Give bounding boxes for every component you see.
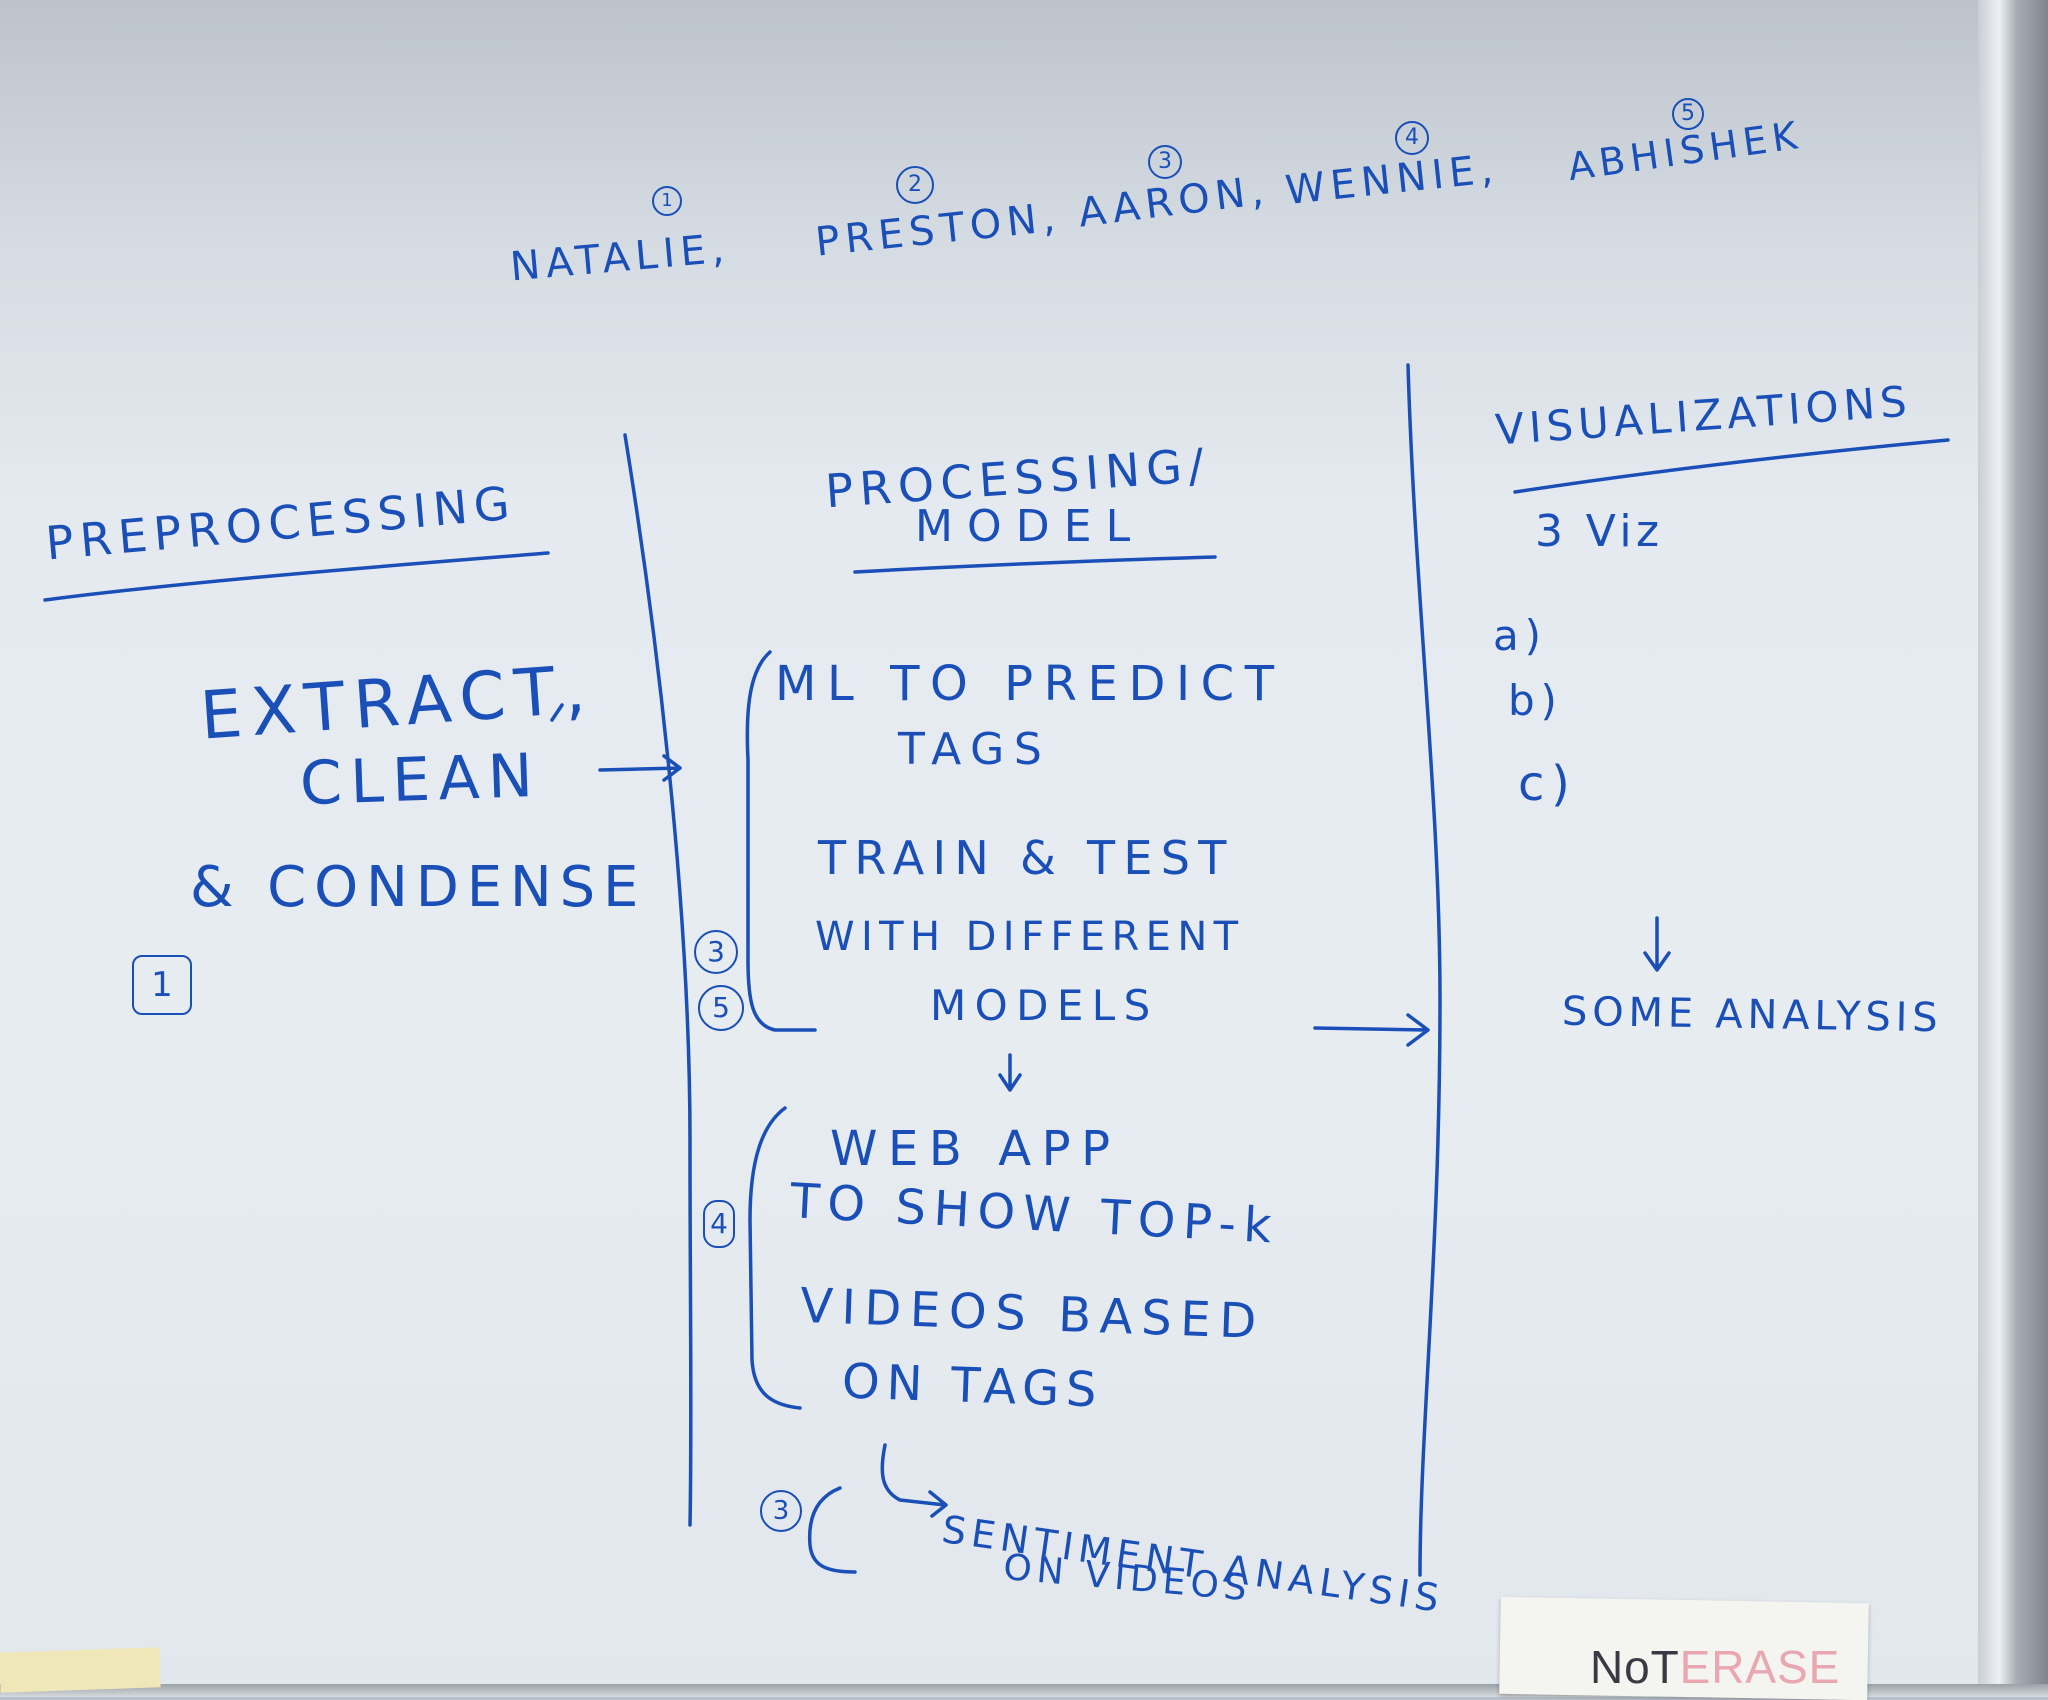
processing-block1-assignee-5: 5 bbox=[698, 985, 744, 1031]
preprocessing-line-clean: CLEAN bbox=[298, 740, 543, 820]
preprocessing-line-condense: & CONDENSE bbox=[190, 855, 647, 920]
processing-block1-line4: WITH DIFFERENT bbox=[815, 914, 1245, 960]
team-number-5: 5 bbox=[1672, 98, 1704, 130]
whiteboard-frame bbox=[1978, 0, 2048, 1697]
processing-block2-line1: WEB APP bbox=[830, 1121, 1121, 1177]
processing-block3-assignee: 3 bbox=[760, 1490, 802, 1532]
team-number-1: 1 bbox=[652, 186, 682, 216]
note-text-faint: ERASE bbox=[1679, 1641, 1841, 1693]
processing-title-line2: MODEL bbox=[915, 501, 1145, 552]
do-not-erase-note-text: NoTERASE bbox=[1590, 1640, 1840, 1694]
processing-block1-line1: ML TO PREDICT bbox=[775, 656, 1285, 712]
team-number-3: 3 bbox=[1148, 145, 1182, 179]
team-number-2: 2 bbox=[896, 166, 934, 204]
processing-block2-assignee: 4 bbox=[703, 1200, 735, 1248]
processing-block1-assignee-3: 3 bbox=[694, 930, 738, 974]
team-number-4: 4 bbox=[1395, 121, 1429, 155]
processing-block1-line3: TRAIN & TEST bbox=[818, 831, 1235, 885]
sticky-note bbox=[0, 1647, 161, 1693]
note-text-dark: NoT bbox=[1590, 1641, 1680, 1693]
visualizations-item-b: b) bbox=[1508, 676, 1563, 725]
visualizations-item-c: c) bbox=[1518, 756, 1577, 812]
processing-block2-line4: ON TAGS bbox=[841, 1353, 1105, 1419]
preprocessing-assignee: 1 bbox=[132, 955, 192, 1015]
processing-block1-line2: TAGS bbox=[898, 724, 1052, 775]
processing-block1-line5: MODELS bbox=[930, 981, 1159, 1030]
visualizations-result: SOME ANALYSIS bbox=[1561, 988, 1943, 1042]
visualizations-item-a: a) bbox=[1493, 611, 1547, 660]
visualizations-subtitle: 3 Viz bbox=[1535, 506, 1664, 557]
whiteboard bbox=[0, 0, 1985, 1697]
